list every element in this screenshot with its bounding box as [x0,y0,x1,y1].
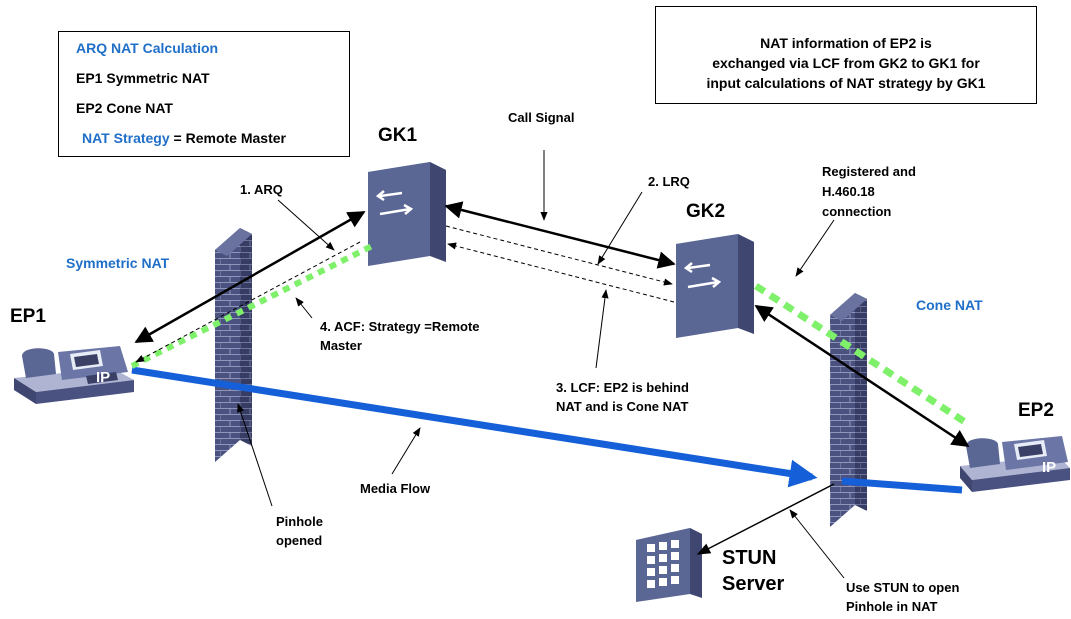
pinhole-label-line-2: opened [276,533,323,548]
arq-nat-calculation-box: ARQ NAT Calculation EP1 Symmetric NAT EP… [58,31,350,157]
legend-title: ARQ NAT Calculation [76,40,219,56]
call-signal-label: Call Signal [508,110,575,125]
info-line-2: exchanged via LCF from GK2 to GK1 for [712,55,980,71]
ep1-ip-label: IP [96,369,110,386]
nat-info-box: NAT information of EP2 is exchanged via … [655,6,1037,104]
gk1-label: GK1 [378,125,418,146]
lrq-label: 2. LRQ [648,174,690,189]
registered-label-line-2: H.460.18 [822,184,875,199]
legend-strategy-prefix: NAT Strategy [82,130,170,146]
firewall-2 [830,293,867,527]
stun-pointer [696,483,835,555]
lcf-label-line-1: 3. LCF: EP2 is behind [556,380,689,395]
arq-label: 1. ARQ [240,182,283,197]
lcf-label-line-2: NAT and is Cone NAT [556,399,689,414]
gk2-ep2-signal-arrow [754,304,970,448]
cone-nat-label: Cone NAT [916,297,983,313]
legend-strategy-value: = Remote Master [173,130,286,146]
gk1-server-icon [368,162,446,266]
lrq-arrow [445,225,673,286]
registered-label-line-3: connection [822,204,892,219]
acf-pointer [295,297,313,319]
use-stun-label-line-1: Use STUN to open [846,580,960,595]
ep1-phone-icon: IP [14,346,134,404]
legend-ep2-nat: EP2 Cone NAT [76,100,173,116]
firewall-1 [215,228,252,462]
symmetric-nat-label: Symmetric NAT [66,255,170,271]
acf-label-line-1: 4. ACF: Strategy =Remote [320,319,480,334]
acf-label-line-2: Master [320,338,362,353]
info-line-3: input calculations of NAT strategy by GK… [706,75,986,91]
ep2-ip-label: IP [1042,459,1056,476]
stun-server-icon [636,528,702,602]
lcf-pointer [595,289,609,369]
lrq-pointer [597,191,643,265]
ep1-label: EP1 [10,306,46,327]
gk2-label: GK2 [686,201,726,222]
ep2-phone-icon: IP [960,436,1070,492]
ep1-gk1-signal-arrow [134,210,366,344]
legend-strategy: NAT Strategy = Remote Master [82,130,286,148]
registered-pointer [795,219,835,277]
media-flow-line [131,366,963,494]
stun-label-line-2: Server [722,573,785,595]
pinhole-pointer [237,403,273,507]
legend-ep1-nat: EP1 Symmetric NAT [76,70,210,86]
gk1-gk2-call-signal-arrow [444,201,676,269]
acf-arrow [135,241,361,363]
use-stun-pointer [789,509,845,579]
ep2-label: EP2 [1018,400,1054,421]
pinhole-label-line-1: Pinhole [276,514,323,529]
lcf-arrow [447,242,675,303]
use-stun-label-line-2: Pinhole in NAT [846,599,938,614]
registered-label-line-1: Registered and [822,164,916,179]
media-flow-pointer [391,427,421,475]
arq-pointer [277,199,335,251]
info-line-1: NAT information of EP2 is [760,35,932,51]
stun-label-line-1: STUN [722,547,777,569]
gk2-server-icon [676,234,754,338]
media-flow-label: Media Flow [360,481,431,496]
